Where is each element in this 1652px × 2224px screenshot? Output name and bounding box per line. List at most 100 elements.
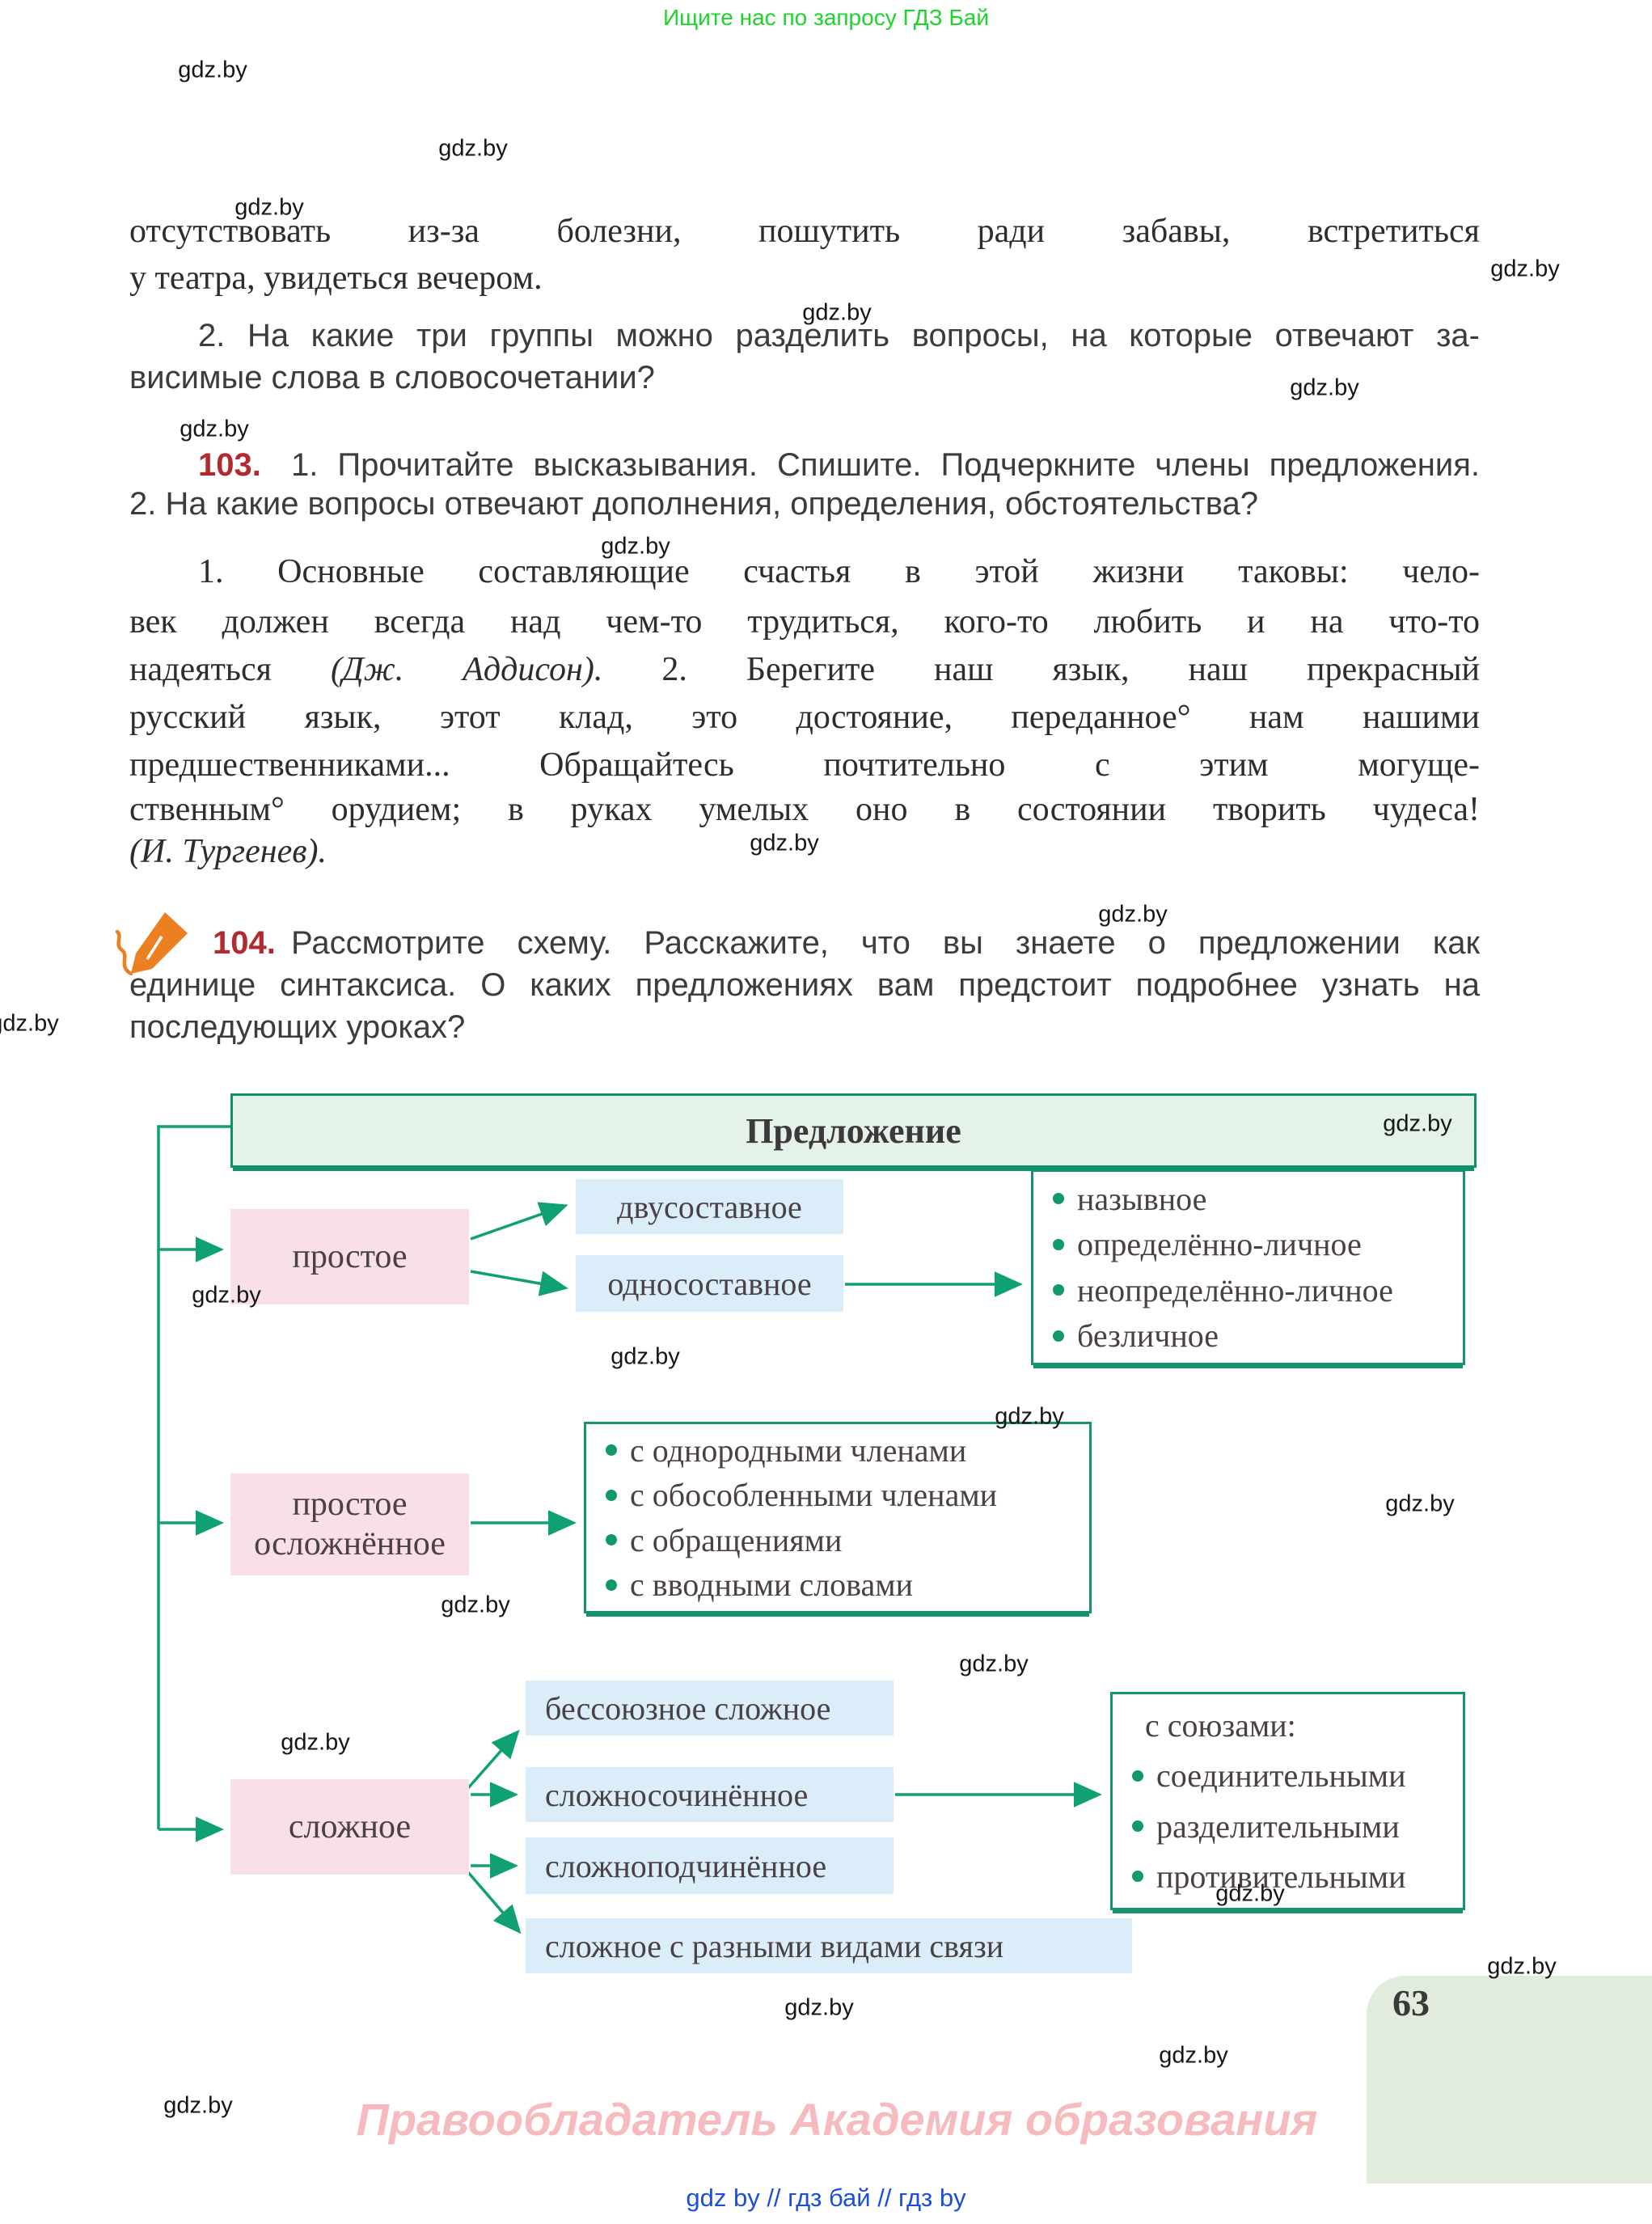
list-item-label: соединительными [1156,1757,1406,1795]
list-item: назывное [1053,1180,1393,1218]
paragraph-line: русский язык, этот клад, это достояние, … [129,699,1480,736]
diagram-compound-label: сложносочинённое [545,1776,809,1813]
pen-icon [113,907,197,987]
one-part-types-list: назывное определённо-личное неопределённ… [1033,1172,1393,1363]
list-item-label: разделительными [1156,1808,1400,1845]
watermark: gdz.by [234,194,304,221]
list-item-label: назывное [1077,1180,1207,1217]
watermark: gdz.by [802,299,872,326]
diagram-root-box: Предложение [230,1093,1477,1168]
diagram-one-part-types-box: назывное определённо-личное неопределённ… [1031,1169,1465,1365]
paragraph-text: 2. Берегите наш язык, наш прекрасный [602,651,1481,688]
diagram-complicated-types-box: с однородными членами с обособленными чл… [584,1422,1092,1613]
exercise-104-number: 104. [213,925,276,961]
copyright-text: Правообладатель Академия образования [356,2094,1318,2145]
intro-line-1: отсутствовать из-за болезни, пошутить ра… [129,213,1480,250]
page-number-tab [1367,1976,1652,2184]
author-attribution: (Дж. Аддисон). [330,651,603,688]
paragraph-text: надеяться [129,651,331,688]
bullet-icon [606,1579,617,1591]
diagram-simple-box: простое [230,1209,469,1304]
diagram-complex-box: сложное [230,1779,469,1875]
list-item: с однородными членами [606,1431,997,1469]
diagram-asyndetic-box: бессоюзное сложное [526,1681,894,1736]
watermark: gdz.by [1490,256,1560,282]
bullet-icon [606,1444,617,1457]
bullet-icon [1132,1769,1143,1782]
diagram-complex-subordinate-label: сложноподчинённое [545,1847,827,1884]
question2-line-2: висимые слова в словосочетании? [129,360,655,395]
diagram-complex-label: сложное [288,1808,412,1846]
list-item-label: с вводными словами [630,1567,913,1604]
diagram-two-part-label: двусоставное [617,1188,802,1225]
list-item-label: с однородными членами [630,1431,967,1469]
diagram-one-part-label: односоставное [607,1265,812,1302]
list-item-label: с обращениями [630,1521,843,1558]
bullet-icon [606,1489,617,1501]
exercise-104-line-3: последующих уроках? [129,1009,466,1045]
question2-line-1: 2. На какие три группы можно разделить в… [198,318,1480,353]
watermark: gdz.by [1290,374,1359,401]
list-item: разделительными [1132,1808,1406,1846]
diagram-simple-label: простое [292,1238,408,1275]
exercise-103-task-2: 2. На какие вопросы отвечают дополнения,… [129,486,1259,522]
conjunctions-title: с союзами: [1145,1707,1296,1744]
watermark: gdz.by [281,1729,350,1756]
list-item-label: противительными [1156,1858,1406,1895]
watermark: gdz.by [1487,1953,1557,1980]
list-item-label: определённо-личное [1077,1226,1362,1263]
paragraph-line: надеяться (Дж. Аддисон). 2. Берегите наш… [129,650,1480,689]
diagram-complicated-label-1: простое [292,1486,408,1524]
watermark: gdz.by [611,1343,680,1370]
bullet-icon [606,1534,617,1546]
diagram-compound-box: сложносочинённое [526,1767,894,1822]
intro-line-2: у театра, увидеться вечером. [129,260,543,297]
watermark: gdz.by [784,1994,854,2021]
exercise-104-line-2: единице синтаксиса. О каких предложениях… [129,967,1480,1003]
paragraph-line: век должен всегда над чем-то трудиться, … [129,603,1480,641]
diagram-mixed-label: сложное с разными видами связи [545,1927,1004,1964]
watermark: gdz.by [0,1010,59,1037]
watermark: gdz.by [192,1282,261,1309]
bullet-icon [1053,1193,1064,1205]
paragraph-line: предшественниками... Обращайтесь почтите… [129,746,1480,784]
bullet-icon [1132,1820,1143,1833]
diagram-conjunctions-box: с союзами: соединительными разделительны… [1110,1692,1465,1910]
list-item: соединительными [1132,1757,1406,1795]
exercise-103-number: 103. [198,447,261,483]
list-item: с обращениями [606,1521,997,1559]
diagram-mixed-box: сложное с разными видами связи [526,1918,1132,1973]
paragraph-line: ственным° орудием; в руках умелых оно в … [129,791,1480,828]
watermark: gdz.by [995,1403,1064,1430]
list-item: противительными [1132,1858,1406,1896]
watermark: gdz.by [1385,1490,1455,1517]
diagram-two-part-box: двусоставное [576,1179,843,1234]
complicated-types-list: с однородными членами с обособленными чл… [586,1424,997,1611]
watermark: gdz.by [163,2092,233,2119]
watermark: gdz.by [438,135,508,162]
watermark: gdz.by [750,830,819,856]
conjunctions-list: с союзами: соединительными разделительны… [1113,1694,1406,1908]
watermark: gdz.by [1215,1880,1285,1907]
diagram-complicated-label-2: осложнённое [254,1525,446,1562]
watermark: gdz.by [1098,901,1168,928]
paragraph-line: 1. Основные составляющие счастья в этой … [198,553,1480,590]
list-item-label: безличное [1077,1317,1219,1355]
promo-banner: Ищите нас по запросу ГДЗ Бай [662,5,990,30]
list-item: с обособленными членами [606,1476,997,1514]
diagram-complicated-box: простое осложнённое [230,1474,469,1575]
bullet-icon [1053,1284,1064,1296]
diagram-one-part-box: односоставное [576,1255,843,1312]
diagram-complex-subordinate-box: сложноподчинённое [526,1837,894,1894]
list-item-label: с обособленными членами [630,1477,998,1514]
list-item: определённо-личное [1053,1225,1393,1263]
list-item: с вводными словами [606,1566,997,1604]
diagram-root-label: Предложение [746,1110,961,1151]
watermark: gdz.by [1159,2042,1228,2069]
bullet-icon [1132,1871,1143,1883]
footer-links[interactable]: gdz by // гдз бай // гдз by [686,2184,966,2212]
list-heading: с союзами: [1132,1706,1406,1744]
list-item-label: неопределённо-личное [1077,1271,1393,1309]
